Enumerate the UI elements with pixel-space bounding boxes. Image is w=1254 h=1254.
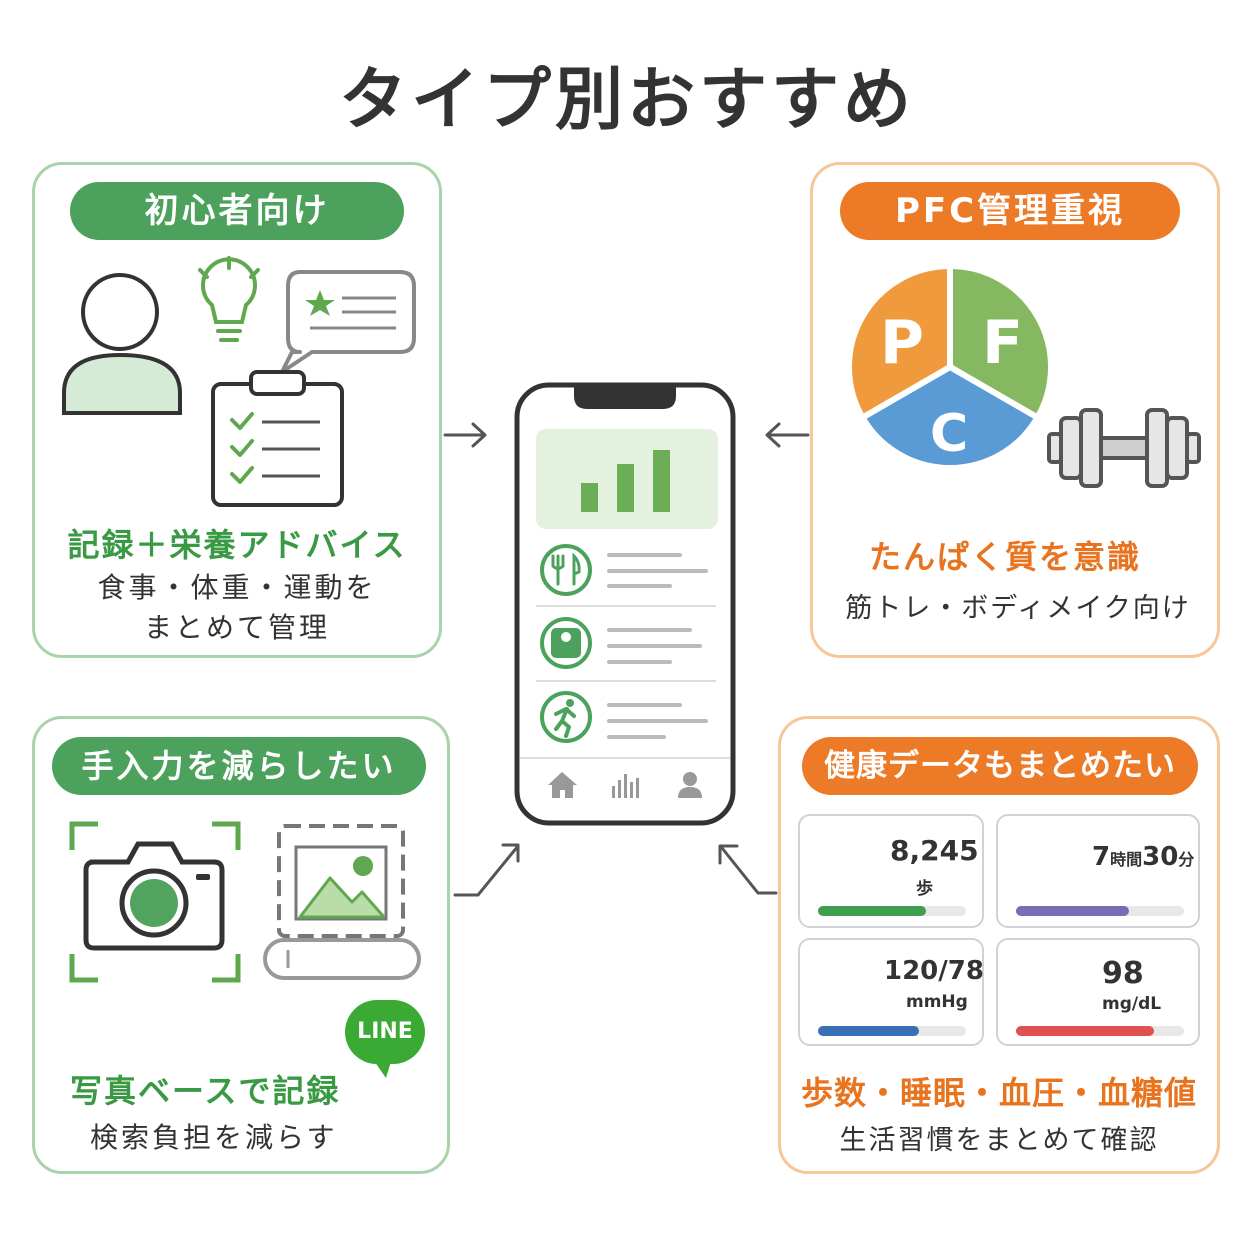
- sleep-minutes-unit: 分: [1178, 850, 1195, 869]
- glucose-unit: mg/dL: [1102, 994, 1162, 1014]
- scale-icon: [540, 617, 592, 669]
- label-health: 健康データもまとめたい: [802, 737, 1198, 795]
- metric-card-steps: 8,245 歩: [798, 814, 984, 928]
- bp-progress: [818, 1026, 966, 1036]
- home-icon: [548, 772, 577, 798]
- sleep-progress: [1016, 906, 1184, 916]
- running-icon: [540, 691, 592, 743]
- beginner-desc-line2: まとめて管理: [143, 611, 330, 644]
- steps-progress-fill: [818, 906, 927, 916]
- image-icon: [263, 824, 421, 980]
- metric-card-blood-glucose: 98 mg/dL: [996, 938, 1200, 1046]
- health-headline: 歩数・睡眠・血圧・血糖値: [800, 1074, 1197, 1112]
- bar-chart-icon: [612, 774, 639, 798]
- line-badge: LINE: [345, 1000, 425, 1064]
- pfc-pie-chart: [846, 262, 1054, 472]
- steps-progress: [818, 906, 966, 916]
- sleep-hours: 7: [1092, 842, 1111, 872]
- sleep-hours-unit: 時間: [1110, 850, 1143, 869]
- bp-progress-fill: [818, 1026, 919, 1036]
- fork-knife-icon: [540, 544, 592, 596]
- beginner-headline: 記録＋栄養アドバイス: [67, 526, 407, 564]
- sleep-minutes: 30: [1142, 842, 1179, 872]
- glucose-progress-fill: [1016, 1026, 1154, 1036]
- health-desc: 生活習慣をまとめて確認: [839, 1125, 1159, 1156]
- sleep-value: 7時間30分: [1092, 842, 1194, 872]
- speech-bubble-icon: [280, 270, 416, 374]
- glucose-value: 98: [1102, 956, 1144, 991]
- beginner-desc-line1: 食事・体重・運動を: [97, 571, 377, 604]
- camera-icon: [69, 821, 241, 983]
- pie-label-c: C: [930, 404, 969, 464]
- phone-mockup: [514, 382, 736, 826]
- arrow-photo: [453, 843, 520, 897]
- label-pfc: PFC管理重視: [840, 182, 1180, 240]
- bp-unit: mmHg: [906, 992, 968, 1012]
- arrow-pfc: [765, 422, 810, 448]
- person-icon: [62, 273, 182, 415]
- sleep-progress-fill: [1016, 906, 1129, 916]
- bp-value: 120/78: [884, 956, 984, 986]
- pie-label-f: F: [982, 308, 1023, 378]
- label-photo: 手入力を減らしたい: [52, 737, 426, 795]
- metric-card-sleep: 7時間30分: [996, 814, 1200, 928]
- metric-card-blood-pressure: 120/78 mmHg: [798, 938, 984, 1046]
- dumbbell-icon: [1047, 408, 1201, 488]
- label-beginner: 初心者向け: [70, 182, 404, 240]
- pie-label-p: P: [880, 308, 924, 378]
- arrow-health: [718, 844, 778, 895]
- pfc-desc: 筋トレ・ボディメイク向け: [845, 593, 1191, 624]
- user-icon: [678, 772, 702, 798]
- steps-value: 8,245: [890, 834, 979, 867]
- photo-desc: 検索負担を減らす: [90, 1121, 338, 1154]
- arrow-beginner: [443, 422, 487, 448]
- pfc-headline: たんぱく質を意識: [868, 538, 1141, 576]
- photo-headline: 写真ベースで記録: [70, 1072, 341, 1110]
- glucose-progress: [1016, 1026, 1184, 1036]
- steps-unit: 歩: [916, 879, 933, 899]
- lightbulb-icon: [198, 256, 260, 342]
- clipboard-checklist-icon: [211, 370, 344, 507]
- page-title: タイプ別おすすめ: [338, 61, 915, 140]
